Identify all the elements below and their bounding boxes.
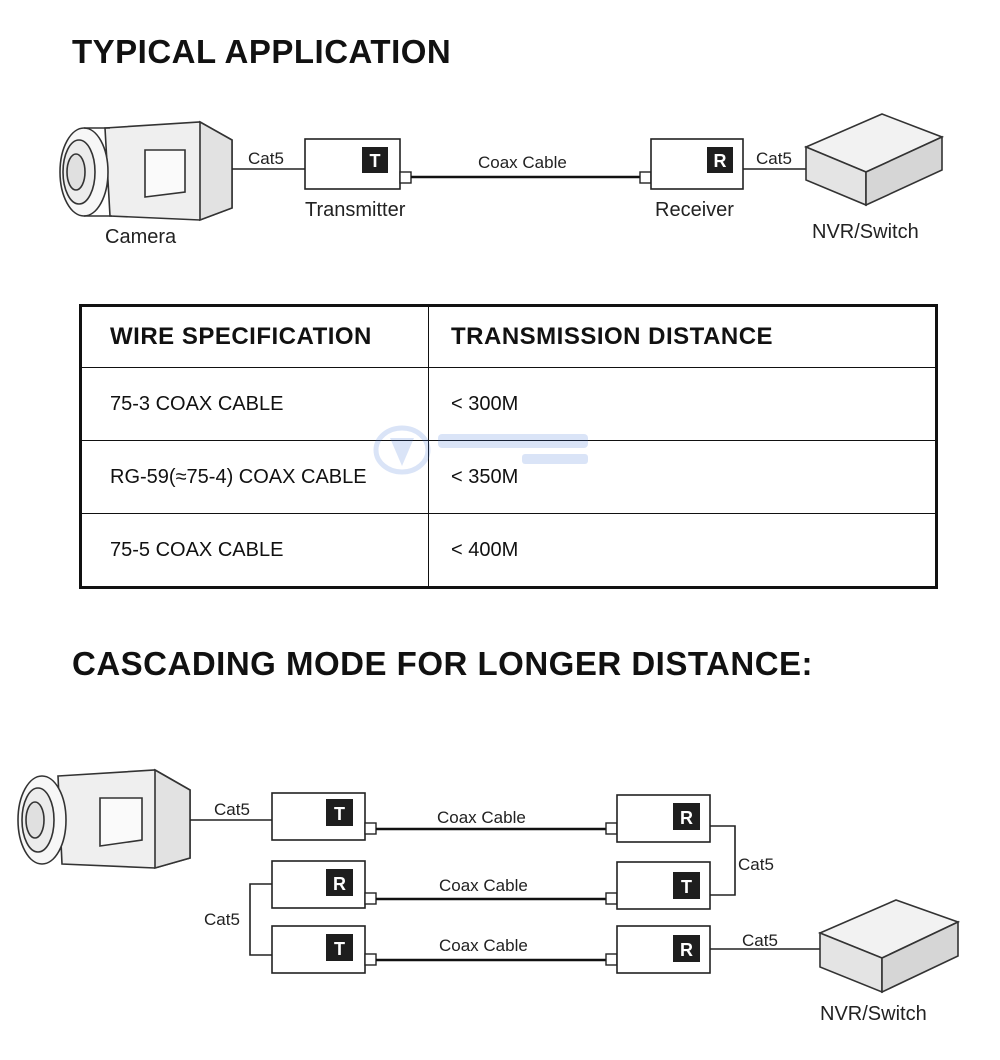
cat5-label-camera: Cat5 bbox=[214, 800, 250, 819]
cat5-loop-left bbox=[249, 883, 272, 956]
transmitter-port-3 bbox=[364, 953, 377, 966]
table-header-row: WIRE SPECIFICATION TRANSMISSION DISTANCE bbox=[80, 305, 937, 368]
camera-icon bbox=[59, 120, 233, 222]
transmitter-badge-1 bbox=[326, 799, 353, 826]
nvr-switch-label: NVR/Switch bbox=[812, 221, 919, 243]
coax-cable-label: Coax Cable bbox=[478, 153, 567, 172]
receiver-letter-2: R bbox=[333, 874, 346, 894]
header-wire-specification: WIRE SPECIFICATION bbox=[80, 305, 429, 368]
table-cell-wire: RG-59(≈75-4) COAX CABLE bbox=[80, 440, 429, 514]
section-title-typical-application: TYPICAL APPLICATION bbox=[72, 33, 452, 70]
camera-icon bbox=[17, 768, 191, 870]
nvr-switch-label-2: NVR/Switch bbox=[820, 1003, 927, 1025]
cat5-label-nvr: Cat5 bbox=[742, 931, 778, 950]
camera-label: Camera bbox=[105, 226, 177, 248]
table-cell-wire: 75-3 COAX CABLE bbox=[80, 367, 429, 441]
cat5-label-left: Cat5 bbox=[248, 149, 284, 168]
nvr-switch-icon bbox=[817, 899, 961, 994]
wire-specification-table: WIRE SPECIFICATION TRANSMISSION DISTANCE… bbox=[79, 304, 938, 589]
transmitter-port bbox=[399, 171, 412, 184]
cat5-label-left-loop: Cat5 bbox=[204, 910, 240, 929]
table-row: RG-59(≈75-4) COAX CABLE < 350M bbox=[80, 440, 937, 514]
transmitter-port-1 bbox=[364, 822, 377, 835]
transmitter-box-3 bbox=[271, 925, 366, 974]
coax-cable-label-3: Coax Cable bbox=[439, 936, 528, 955]
receiver-badge bbox=[707, 147, 733, 173]
transmitter-box-1 bbox=[271, 792, 366, 841]
nvr-switch-icon bbox=[803, 113, 945, 207]
section-title-cascading-mode: CASCADING MODE FOR LONGER DISTANCE: bbox=[72, 645, 814, 682]
transmitter-box-2 bbox=[616, 861, 711, 910]
table-cell-distance: < 350M bbox=[428, 440, 937, 514]
receiver-label: Receiver bbox=[655, 199, 734, 221]
transmitter-badge-2 bbox=[673, 872, 700, 899]
watermark-logo bbox=[373, 425, 588, 475]
transmitter-letter-3: T bbox=[334, 939, 345, 959]
receiver-badge-1 bbox=[673, 803, 700, 830]
cat5-label-right-loop: Cat5 bbox=[738, 855, 774, 874]
transmitter-label: Transmitter bbox=[305, 199, 406, 221]
receiver-port bbox=[639, 171, 652, 184]
table-row: 75-5 COAX CABLE < 400M bbox=[80, 513, 937, 588]
header-transmission-distance: TRANSMISSION DISTANCE bbox=[428, 305, 937, 368]
receiver-letter-3: R bbox=[680, 940, 693, 960]
transmitter-badge-3 bbox=[326, 934, 353, 961]
receiver-box-2 bbox=[271, 860, 366, 909]
receiver-box-1 bbox=[616, 794, 711, 843]
table-cell-wire: 75-5 COAX CABLE bbox=[80, 513, 429, 588]
receiver-badge-3 bbox=[673, 935, 700, 962]
cat5-loop-right bbox=[710, 825, 736, 896]
transmitter-letter-2: T bbox=[681, 877, 692, 897]
table-row: 75-3 COAX CABLE < 300M bbox=[80, 367, 937, 441]
coax-cable-label-1: Coax Cable bbox=[437, 808, 526, 827]
receiver-port-3 bbox=[605, 953, 618, 966]
receiver-letter-1: R bbox=[680, 808, 693, 828]
receiver-port-1 bbox=[605, 822, 618, 835]
transmitter-port-2 bbox=[605, 892, 618, 905]
table-cell-distance: < 400M bbox=[428, 513, 937, 588]
transmitter-badge bbox=[362, 147, 388, 173]
transmitter-letter-1: T bbox=[334, 804, 345, 824]
cat5-label-right: Cat5 bbox=[756, 149, 792, 168]
receiver-badge-2 bbox=[326, 869, 353, 896]
coax-cable-label-2: Coax Cable bbox=[439, 876, 528, 895]
receiver-port-2 bbox=[364, 892, 377, 905]
typical-application-diagram: Camera Cat5 T Transmitter Coax Cable R R… bbox=[59, 113, 945, 248]
receiver-letter: R bbox=[714, 151, 727, 171]
receiver-box-3 bbox=[616, 925, 711, 974]
transmitter-letter: T bbox=[370, 151, 381, 171]
